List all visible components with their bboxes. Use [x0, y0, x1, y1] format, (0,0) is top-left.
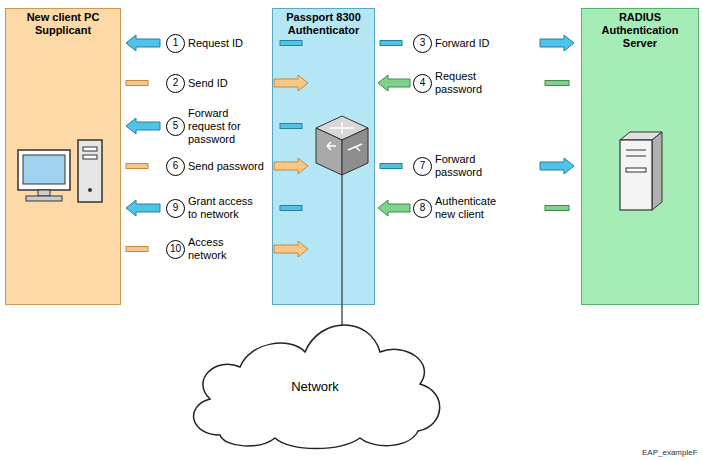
- callout-number: 5: [166, 117, 185, 136]
- cloud-label: Network: [291, 379, 339, 394]
- network-link: [342, 305, 343, 325]
- step-label: Forward password: [435, 153, 497, 179]
- step-label: Forward request for password: [188, 107, 268, 146]
- callout-number: 3: [413, 34, 432, 53]
- callout-number: 7: [413, 157, 432, 176]
- step-label: Authenticate new client: [435, 195, 513, 221]
- box-heading: New client PC Supplicant: [6, 9, 120, 37]
- supplicant-box: New client PC Supplicant: [5, 8, 121, 305]
- callout-number: 4: [413, 74, 432, 93]
- callout-number: 2: [166, 74, 185, 93]
- box-heading: Passport 8300 Authenticator: [273, 9, 374, 37]
- step-label: Access network: [188, 236, 240, 262]
- callout-number: 6: [166, 157, 185, 176]
- network-cloud: Network: [180, 322, 450, 450]
- file-label: EAP_exampleF: [642, 448, 698, 457]
- flow-arrows: [126, 35, 574, 257]
- step-label: Request ID: [188, 37, 268, 50]
- step-label: Send password: [188, 160, 268, 173]
- callout-number: 9: [166, 199, 185, 218]
- step-label: Send ID: [188, 77, 268, 90]
- step-label: Forward ID: [435, 37, 525, 50]
- computer-icon: [18, 140, 102, 202]
- step-label: Grant access to network: [188, 195, 260, 221]
- callout-number: 1: [166, 34, 185, 53]
- switch-icon: [316, 116, 368, 305]
- callout-number: 10: [166, 240, 185, 259]
- step-label: Request password: [435, 70, 497, 96]
- authenticator-box: Passport 8300 Authenticator: [272, 8, 375, 305]
- box-heading: RADIUS Authentication Server: [582, 9, 698, 50]
- server-box: RADIUS Authentication Server: [581, 8, 699, 305]
- callout-number: 8: [413, 199, 432, 218]
- server-icon: [620, 132, 662, 210]
